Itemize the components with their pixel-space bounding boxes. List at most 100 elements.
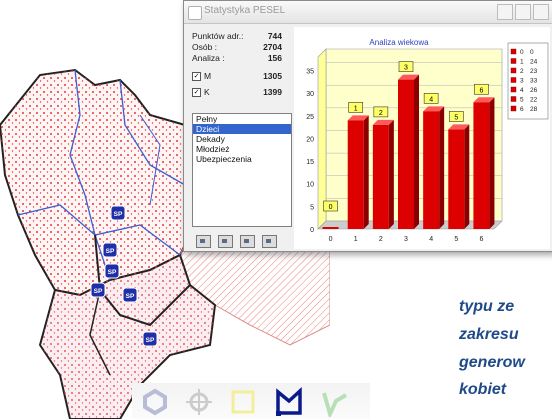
bar bbox=[347, 120, 364, 229]
rectangle-tool-icon[interactable] bbox=[228, 387, 258, 417]
polygon-tool-icon[interactable] bbox=[140, 387, 170, 417]
legend-swatch bbox=[510, 48, 517, 55]
svg-text:SP: SP bbox=[126, 293, 135, 300]
drawing-toolbar bbox=[132, 383, 370, 419]
bar-data-label-box bbox=[323, 200, 338, 212]
stat-analysis: Analiza :156 bbox=[192, 53, 282, 63]
bar-data-label: 3 bbox=[404, 65, 408, 72]
window-title: Statystyka PESEL bbox=[204, 5, 286, 16]
app-icon bbox=[188, 6, 202, 20]
bar bbox=[372, 124, 389, 229]
bar-side bbox=[464, 124, 470, 229]
print-icon[interactable] bbox=[240, 235, 255, 248]
close-button[interactable] bbox=[533, 4, 549, 20]
list-item[interactable]: Pełny bbox=[196, 114, 218, 124]
bar bbox=[473, 102, 490, 229]
school-marker: SP bbox=[110, 205, 126, 221]
age-analysis-chart: Analiza wiekowa0510152025303500112233445… bbox=[294, 27, 550, 249]
legend-label: 1 bbox=[520, 59, 524, 66]
bar-side bbox=[439, 106, 445, 229]
bar-side bbox=[388, 119, 394, 229]
bar-top bbox=[473, 97, 495, 103]
legend-label: 4 bbox=[520, 87, 524, 94]
paragraph-line: kobiet bbox=[459, 381, 507, 398]
window-titlebar[interactable]: Statystyka PESEL bbox=[184, 1, 552, 24]
gender-male-checkbox[interactable]: ✓ bbox=[192, 72, 201, 81]
pesel-statistics-window[interactable]: Statystyka PESEL Punktów adr.:744 Osób :… bbox=[183, 0, 552, 252]
gender-male-row: ✓ M 1305 bbox=[192, 71, 282, 81]
stat-persons: Osób :2704 bbox=[192, 42, 282, 52]
bar-data-label: 0 bbox=[329, 204, 333, 211]
polyline-tool-icon[interactable] bbox=[320, 387, 350, 417]
legend-swatch bbox=[510, 86, 517, 93]
legend-label: 3 bbox=[520, 78, 524, 85]
legend-value: 26 bbox=[530, 87, 538, 94]
bar-data-label: 1 bbox=[354, 105, 358, 112]
y-tick-label: 5 bbox=[310, 204, 314, 211]
bar-top bbox=[398, 74, 419, 80]
svg-text:SP: SP bbox=[146, 337, 155, 344]
school-marker: SP bbox=[104, 263, 120, 279]
paragraph-line: generow bbox=[459, 354, 525, 371]
school-marker: SP bbox=[102, 242, 118, 258]
legend-label: 5 bbox=[520, 97, 524, 104]
svg-text:SP: SP bbox=[94, 288, 103, 295]
bar-data-label: 5 bbox=[454, 114, 458, 121]
school-markers: SP SP SP SP SP SP bbox=[90, 205, 158, 347]
legend-swatch bbox=[510, 96, 517, 102]
gender-filter: ✓ M 1305 ✓ K 1399 bbox=[192, 71, 282, 103]
maximize-button[interactable] bbox=[515, 4, 531, 20]
bar-data-label-box bbox=[423, 93, 439, 104]
x-tick-label: 6 bbox=[479, 236, 483, 243]
legend-swatch bbox=[510, 105, 517, 112]
bar-top bbox=[423, 106, 445, 112]
x-tick-label: 4 bbox=[429, 236, 433, 243]
crosshair-tool-icon[interactable] bbox=[184, 387, 214, 417]
copy-icon[interactable] bbox=[196, 235, 211, 248]
legend-value: 33 bbox=[530, 78, 538, 85]
category-listbox[interactable]: Pełny Dzieci Dekady Młodzież Ubezpieczen… bbox=[192, 113, 292, 227]
legend-label: 0 bbox=[520, 49, 524, 56]
legend-swatch bbox=[510, 67, 517, 74]
district-boundaries bbox=[17, 69, 191, 376]
paragraph-line: zakresu bbox=[459, 326, 519, 343]
svg-text:SP: SP bbox=[108, 269, 117, 276]
paragraph-line: typu ze bbox=[459, 298, 515, 315]
chart-settings-icon[interactable] bbox=[262, 235, 277, 248]
legend-value: 0 bbox=[530, 49, 534, 56]
list-item[interactable]: Dzieci bbox=[193, 124, 291, 134]
legend-value: 22 bbox=[530, 97, 538, 104]
bar-top bbox=[372, 119, 394, 125]
y-tick-label: 30 bbox=[306, 91, 314, 98]
svg-text:SP: SP bbox=[114, 211, 123, 218]
select-polygon-tool-icon[interactable] bbox=[274, 387, 304, 417]
minimize-button[interactable] bbox=[497, 4, 513, 20]
bar-side bbox=[414, 74, 419, 229]
stat-points: Punktów adr.:744 bbox=[192, 31, 282, 41]
legend-swatch bbox=[510, 77, 517, 83]
bar bbox=[322, 227, 339, 229]
legend-swatch bbox=[510, 58, 517, 64]
bar-data-label-box bbox=[448, 111, 464, 122]
bar-top bbox=[448, 124, 470, 130]
export-icon[interactable] bbox=[218, 235, 233, 248]
legend-value: 23 bbox=[530, 68, 538, 75]
bar-data-label: 2 bbox=[379, 110, 383, 117]
window-tool-buttons bbox=[196, 235, 284, 253]
list-item[interactable]: Młodzież bbox=[196, 144, 230, 154]
school-marker: SP bbox=[142, 331, 158, 347]
bar bbox=[423, 111, 440, 229]
x-tick-label: 3 bbox=[404, 236, 408, 243]
list-item[interactable]: Ubezpieczenia bbox=[196, 154, 252, 164]
list-item[interactable]: Dekady bbox=[196, 134, 225, 144]
district-map[interactable]: SP SP SP SP SP SP bbox=[0, 55, 330, 419]
bar-data-label: 6 bbox=[479, 87, 483, 94]
bar bbox=[398, 79, 414, 229]
x-tick-label: 5 bbox=[454, 236, 458, 243]
bar-data-label-box bbox=[398, 61, 414, 72]
school-marker: SP bbox=[122, 287, 138, 303]
gender-female-checkbox[interactable]: ✓ bbox=[192, 88, 201, 97]
y-tick-label: 25 bbox=[306, 114, 314, 121]
x-tick-label: 1 bbox=[354, 236, 358, 243]
window-controls bbox=[495, 4, 549, 25]
